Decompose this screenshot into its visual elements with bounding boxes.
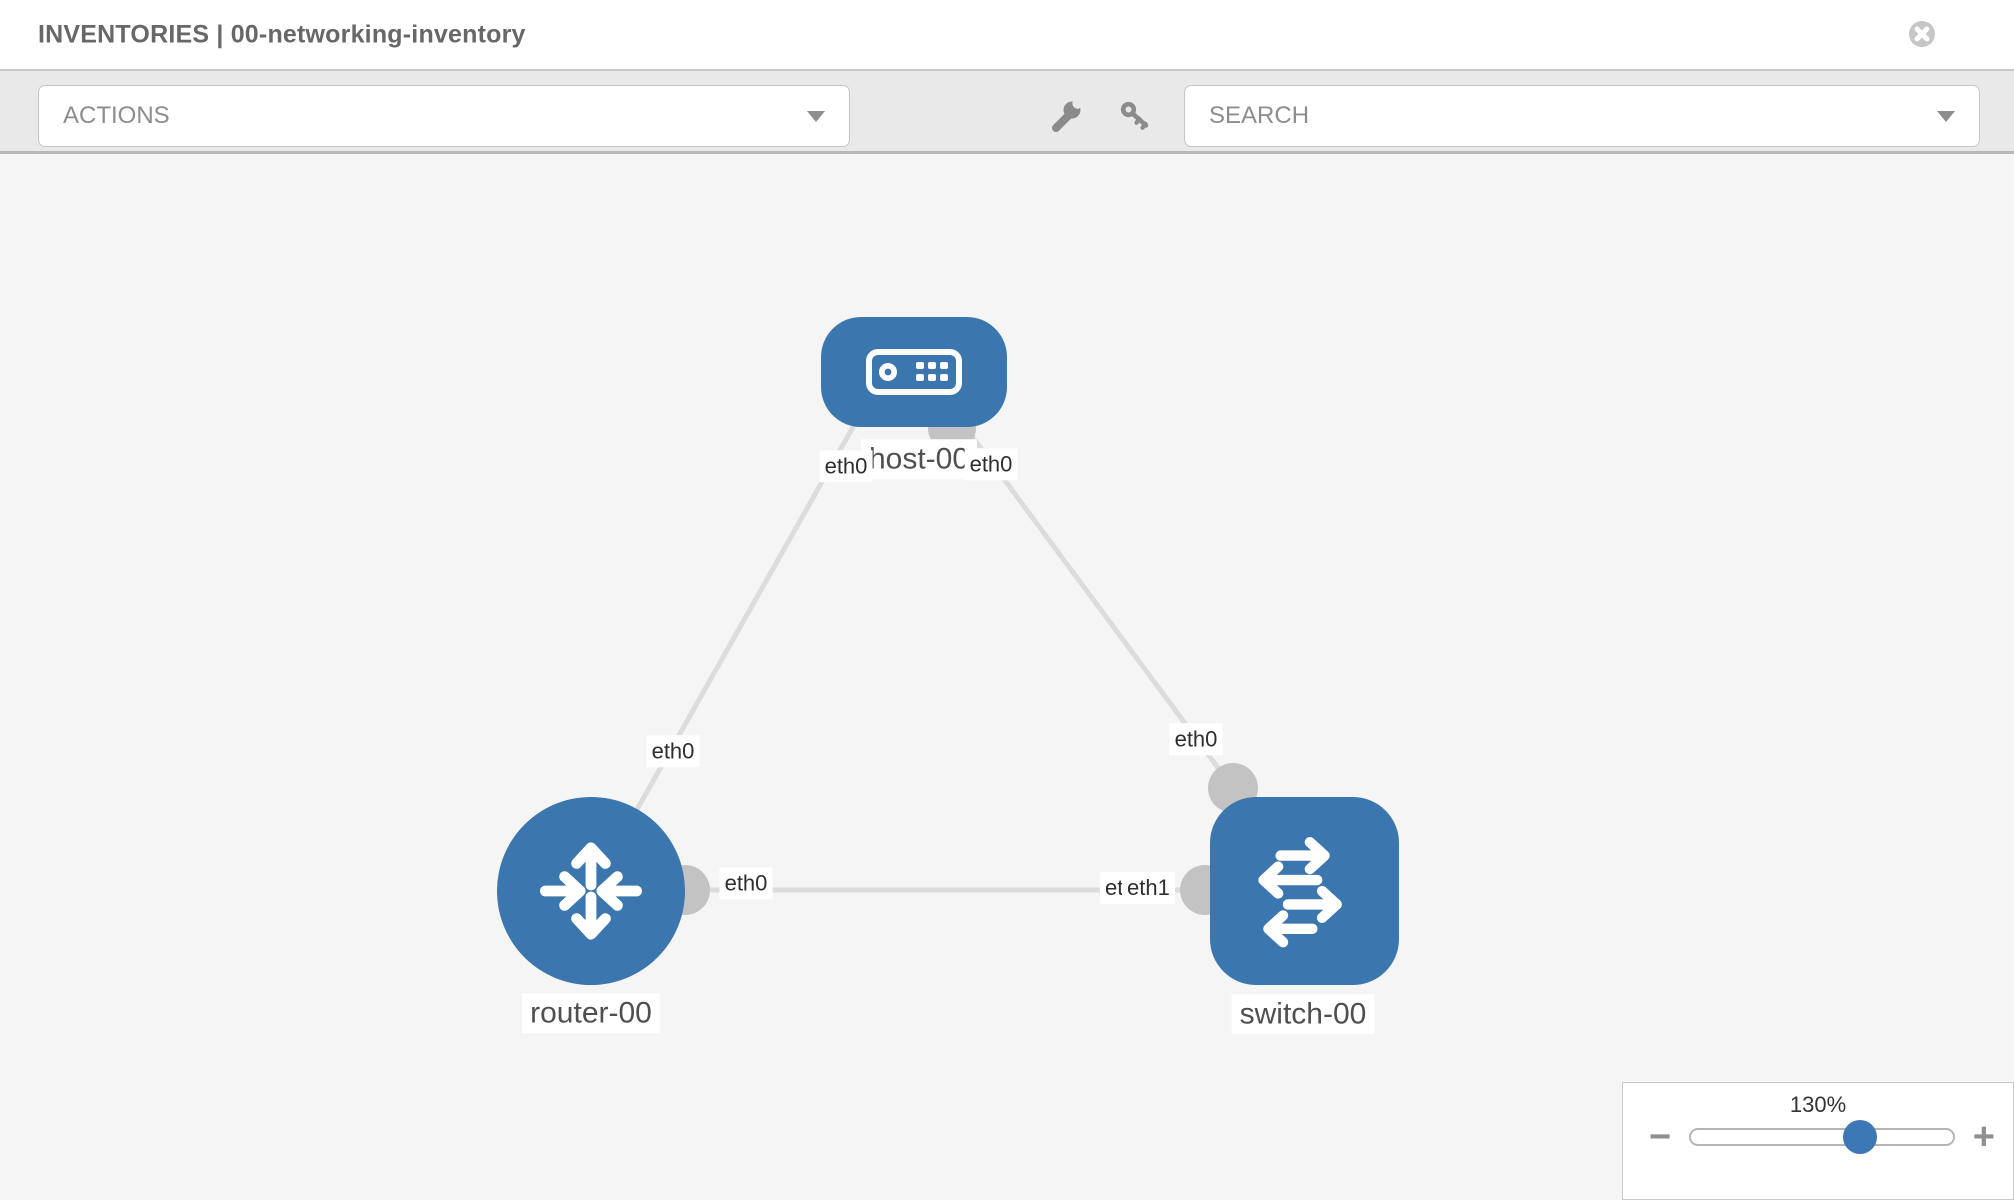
page-header: INVENTORIES | 00-networking-inventory — [0, 0, 2014, 71]
interface-label: eth0 — [719, 867, 773, 899]
node-label-router: router-00 — [522, 993, 660, 1033]
interface-label: eth0 — [1169, 723, 1223, 755]
node-router-00[interactable] — [497, 797, 685, 985]
node-switch-00[interactable] — [1210, 797, 1399, 985]
host-server-icon — [866, 349, 962, 395]
key-icon[interactable] — [1118, 99, 1152, 133]
close-icon[interactable] — [1907, 19, 1937, 49]
router-arrows-icon — [540, 842, 642, 940]
zoom-percentage: 130% — [1789, 1092, 1847, 1117]
zoom-slider-thumb[interactable] — [1842, 1120, 1877, 1154]
topology-canvas[interactable]: host-00 router-00 switch-00 eth0 eth0 et… — [0, 154, 2014, 1200]
node-label-switch: switch-00 — [1231, 994, 1375, 1034]
zoom-out-button[interactable]: − — [1649, 1116, 1672, 1158]
interface-label: eth0 — [819, 450, 873, 482]
zoom-in-button[interactable]: + — [1972, 1116, 1995, 1158]
interface-label: eth0 — [646, 735, 700, 767]
zoom-slider-track[interactable] — [1689, 1120, 1955, 1154]
node-label-host: host-00 — [860, 439, 978, 479]
wrench-icon[interactable] — [1049, 99, 1083, 133]
interface-label: eth1 — [1122, 872, 1175, 904]
toolbar: ACTIONS SEARCH — [0, 71, 2014, 154]
search-dropdown-label: SEARCH — [1209, 102, 1310, 129]
chevron-down-icon — [807, 110, 825, 122]
switch-arrows-icon — [1257, 837, 1342, 948]
actions-dropdown-label: ACTIONS — [63, 102, 170, 129]
page-title: INVENTORIES | 00-networking-inventory — [38, 20, 526, 48]
node-host-00[interactable] — [821, 317, 1007, 427]
actions-dropdown[interactable]: ACTIONS — [38, 85, 850, 147]
zoom-control-panel: 130% − + — [1622, 1082, 2014, 1200]
topology-links-layer — [588, 404, 1258, 915]
chevron-down-icon — [1937, 110, 1955, 122]
search-dropdown[interactable]: SEARCH — [1184, 85, 1980, 147]
interface-label: eth0 — [964, 448, 1018, 480]
